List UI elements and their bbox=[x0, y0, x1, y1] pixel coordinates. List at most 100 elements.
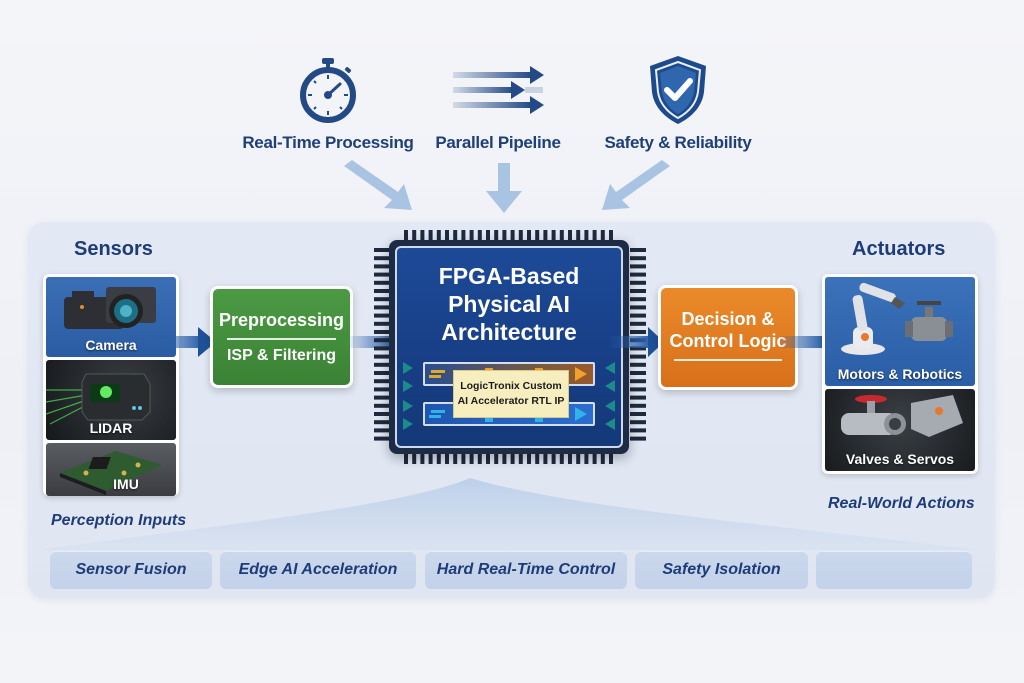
chip-pin bbox=[374, 321, 390, 326]
decision-control-block: Decision & Control Logic bbox=[658, 285, 798, 390]
capability-tag-sensor-fusion: Sensor Fusion bbox=[50, 551, 212, 589]
chip-pin bbox=[630, 313, 646, 318]
feature-label: Real-Time Processing bbox=[242, 133, 414, 152]
chip-pin bbox=[502, 230, 507, 242]
chip-pin bbox=[374, 436, 390, 441]
real-world-actions-caption: Real-World Actions bbox=[828, 495, 975, 512]
pipeline-arrow-icon bbox=[429, 407, 587, 422]
preprocessing-title: Preprocessing bbox=[218, 310, 345, 330]
actuator-stack: Motors & Robotics Valves & Servos bbox=[822, 274, 978, 474]
chip-pin bbox=[374, 346, 390, 351]
chip-pin bbox=[374, 338, 390, 343]
fpga-title-line: Architecture bbox=[441, 319, 577, 345]
chip-pin bbox=[461, 452, 466, 464]
chip-pin bbox=[630, 297, 646, 302]
chip-pin bbox=[543, 452, 548, 464]
fpga-title: FPGA-Based Physical AI Architecture bbox=[397, 262, 621, 346]
arrow-parallel-to-fpga bbox=[486, 163, 522, 213]
chip-pin bbox=[374, 362, 390, 367]
chip-pin bbox=[412, 452, 417, 464]
chip-pin bbox=[374, 256, 390, 261]
chip-pin bbox=[510, 452, 515, 464]
chip-pin bbox=[374, 371, 390, 375]
chip-pin bbox=[551, 230, 556, 242]
preprocessing-block: Preprocessing ISP & Filtering bbox=[210, 286, 353, 388]
chip-pin bbox=[630, 272, 646, 277]
io-markers-right bbox=[605, 362, 615, 430]
feature-safety-reliability: Safety & Reliability bbox=[578, 55, 778, 153]
chip-pin bbox=[518, 230, 523, 242]
chip-pin bbox=[436, 230, 441, 242]
chip-pin bbox=[551, 452, 556, 464]
camera-icon bbox=[64, 287, 156, 329]
chip-pin bbox=[374, 272, 390, 277]
sensors-title: Sensors bbox=[74, 238, 153, 260]
capability-tag-edge-ai: Edge AI Acceleration bbox=[220, 551, 416, 589]
chip-pin bbox=[584, 452, 589, 464]
chip-pin bbox=[428, 230, 433, 242]
fpga-die: FPGA-Based Physical AI Architecture bbox=[395, 246, 623, 448]
chip-pin bbox=[374, 387, 390, 392]
chip-pin bbox=[568, 452, 572, 464]
chip-pin bbox=[600, 230, 605, 242]
chip-pin bbox=[559, 452, 564, 464]
chip-pin bbox=[630, 289, 646, 293]
chip-pin bbox=[502, 452, 507, 464]
arrow-safety-to-fpga bbox=[602, 160, 670, 210]
actuator-label: Valves & Servos bbox=[845, 451, 955, 467]
actuator-label: Motors & Robotics bbox=[837, 366, 963, 382]
divider bbox=[226, 338, 337, 340]
chip-pin bbox=[592, 452, 597, 464]
capability-tag-empty bbox=[816, 551, 972, 589]
fpga-chip-pins bbox=[374, 230, 646, 464]
chip-pin bbox=[584, 230, 589, 242]
chip-pin bbox=[630, 428, 646, 433]
fpga-glow bbox=[40, 478, 980, 550]
fpga-chip: FPGA-Based Physical AI Architecture bbox=[389, 240, 629, 454]
chip-pin bbox=[428, 452, 433, 464]
ip-label-line: AI Accelerator RTL IP bbox=[457, 395, 565, 407]
chip-pin bbox=[576, 452, 581, 464]
chip-pin bbox=[609, 230, 613, 242]
chip-pin bbox=[630, 362, 646, 367]
chip-pin bbox=[630, 354, 646, 359]
sensor-lidar: LIDAR bbox=[46, 360, 176, 440]
chip-pin bbox=[600, 452, 605, 464]
chip-pin bbox=[374, 428, 390, 433]
valve-icon bbox=[841, 395, 963, 437]
fpga-title-line: FPGA-Based bbox=[438, 263, 580, 289]
chip-pin bbox=[518, 452, 523, 464]
chip-pin bbox=[404, 452, 408, 464]
sensor-label: Camera bbox=[85, 337, 137, 353]
chip-pin bbox=[374, 420, 390, 425]
chip-pin bbox=[630, 395, 646, 400]
actuator-motors-robotics: Motors & Robotics bbox=[825, 277, 975, 386]
chip-pin bbox=[535, 230, 540, 242]
stopwatch-icon bbox=[228, 55, 428, 125]
shield-check-icon bbox=[578, 55, 778, 125]
perception-inputs-caption: Perception Inputs bbox=[51, 512, 187, 529]
chip-pin bbox=[630, 412, 646, 416]
chip-pin bbox=[494, 230, 499, 242]
chip-pin bbox=[609, 452, 613, 464]
decision-title: Decision & Control Logic bbox=[670, 308, 787, 352]
chip-pin bbox=[469, 452, 474, 464]
sensor-imu: IMU bbox=[46, 443, 176, 496]
chip-pin bbox=[469, 230, 474, 242]
chip-pin bbox=[630, 436, 646, 441]
divider bbox=[674, 358, 782, 361]
chip-pin bbox=[630, 305, 646, 310]
chip-pin bbox=[436, 452, 441, 464]
arrow-sensors-to-preprocessing bbox=[150, 327, 216, 357]
chip-pin bbox=[374, 264, 390, 269]
chip-pin bbox=[374, 412, 390, 416]
chip-pin bbox=[374, 313, 390, 318]
chip-pin bbox=[630, 346, 646, 351]
chip-pin bbox=[445, 452, 449, 464]
chip-pin bbox=[630, 403, 646, 408]
chip-pin bbox=[404, 230, 408, 242]
chip-pin bbox=[420, 230, 425, 242]
chip-pin bbox=[630, 420, 646, 425]
chip-pin bbox=[559, 230, 564, 242]
chip-pin bbox=[374, 280, 390, 285]
